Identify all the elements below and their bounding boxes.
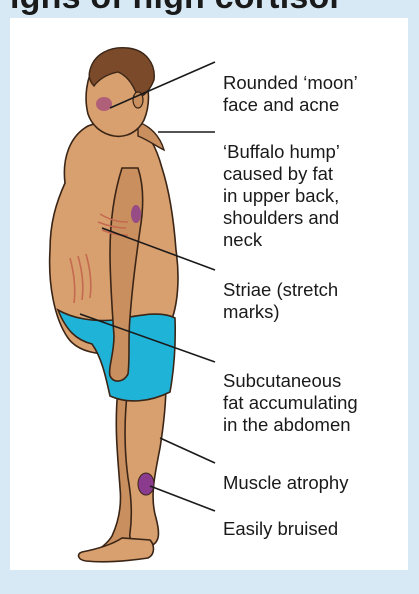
label-muscle-atrophy: Muscle atrophy <box>223 472 348 494</box>
leader-muscle-atrophy <box>160 438 215 463</box>
chest-bruise <box>131 205 141 223</box>
label-striae: Striae (stretch marks) <box>223 279 338 323</box>
acne-patch <box>96 97 112 111</box>
label-abdominal-fat: Subcutaneous fat accumulating in the abd… <box>223 370 358 436</box>
label-moon-face: Rounded ‘moon’ face and acne <box>223 72 358 116</box>
label-easily-bruised: Easily bruised <box>223 518 338 540</box>
front-foot <box>79 538 154 562</box>
illustration-panel: Rounded ‘moon’ face and acne ‘Buffalo hu… <box>10 18 408 570</box>
leader-bruise <box>150 486 215 511</box>
label-buffalo-hump: ‘Buffalo hump’ caused by fat in upper ba… <box>223 141 340 251</box>
heading: igns of high cortisol <box>10 0 339 17</box>
heading-strip: igns of high cortisol <box>0 0 419 18</box>
leg-bruise <box>138 473 154 495</box>
front-leg <box>125 383 166 546</box>
